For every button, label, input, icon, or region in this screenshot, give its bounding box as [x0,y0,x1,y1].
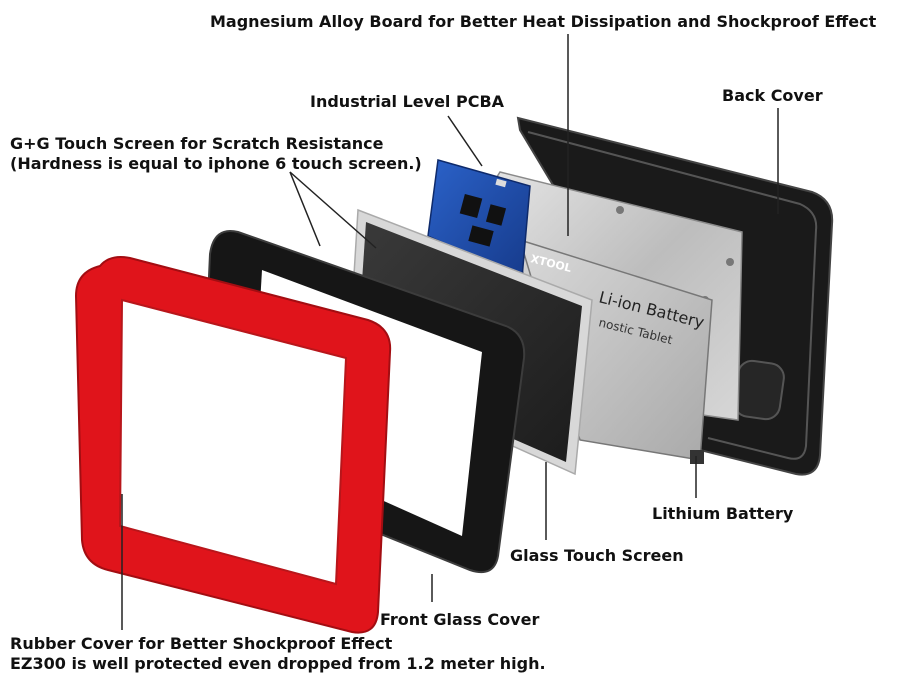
label-lithium-battery: Lithium Battery [652,504,794,523]
battery-connector [690,450,704,464]
label-touch-screen-line2: (Hardness is equal to iphone 6 touch scr… [10,154,422,173]
label-front-glass-cover: Front Glass Cover [380,610,540,629]
rubber-cover [74,256,392,634]
leader-touch-a [289,171,321,247]
leader-touch-b [289,171,377,249]
pcba-board [427,159,531,280]
label-back-cover: Back Cover [722,86,823,105]
label-pcba: Industrial Level PCBA [310,92,505,111]
label-glass-touch-screen: Glass Touch Screen [510,546,684,565]
label-rubber-cover-line2: EZ300 is well protected even dropped fro… [10,654,546,673]
label-magnesium-board: Magnesium Alloy Board for Better Heat Di… [210,12,877,31]
label-rubber-cover-line1: Rubber Cover for Better Shockproof Effec… [10,634,393,653]
leader-pcba [447,115,483,167]
label-touch-screen-line1: G+G Touch Screen for Scratch Resistance [10,134,384,153]
leader-lines [121,34,779,630]
